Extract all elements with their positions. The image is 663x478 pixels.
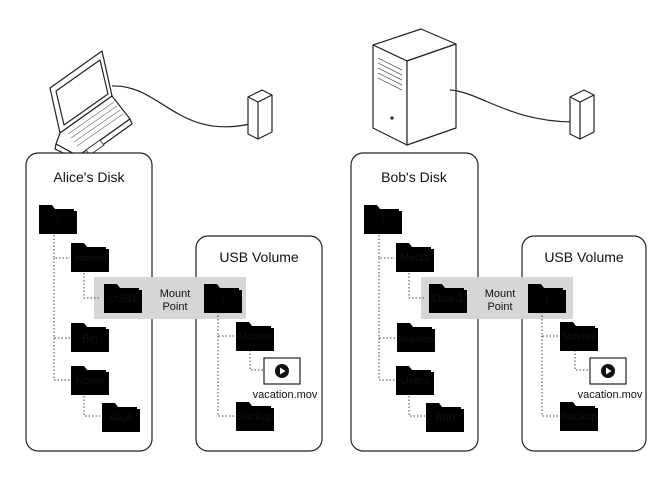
home-folder-label: Home [75, 375, 104, 387]
root-folder-label: / [56, 214, 60, 226]
usb-root-folder-label: / [545, 293, 549, 305]
backup-folder-label: Backup [561, 411, 598, 423]
play-file-icon [589, 357, 627, 385]
disk1-folder-label: Disk-1 [432, 293, 463, 305]
media-folder-label: Media [400, 252, 431, 264]
usb-drive-icon [569, 89, 595, 140]
movies-folder-label: Movies [562, 331, 597, 343]
root-folder-label: / [381, 214, 385, 226]
bob-disk-title: Bob's Disk [381, 169, 448, 185]
vacation-file-label: vacation.mov [253, 389, 318, 401]
left-usb-volume-title: USB Volume [219, 249, 299, 265]
vacation-file-label: vacation.mov [578, 389, 643, 401]
volumes-folder-label: Volumes [74, 253, 107, 263]
backup-folder-label: Backup [237, 411, 274, 423]
right-usb-volume-title: USB Volume [544, 249, 624, 265]
play-file-icon [263, 357, 301, 385]
usb-root-folder-label: / [221, 293, 225, 305]
users-folder-label: Users [401, 375, 430, 387]
usb1-folder-label: USB1 [109, 293, 138, 305]
mount-label-line2: Point [162, 301, 187, 313]
programs-folder-label: Programs [398, 334, 435, 344]
bin-folder-label: Bin [82, 333, 98, 345]
mount-label-line2: Point [487, 301, 512, 313]
usb-drive-icon [247, 89, 273, 140]
alice-disk-title: Alice's Disk [53, 169, 125, 185]
bob-folder-label: Bob [435, 412, 455, 424]
mount-label-line1: Mount [160, 288, 191, 300]
alice-folder-label: Alice [109, 412, 133, 424]
movies-folder-label: Movies [238, 331, 273, 343]
tower-server-icon [372, 28, 457, 146]
mount-label-line1: Mount [485, 288, 516, 300]
laptop-icon [49, 50, 133, 162]
